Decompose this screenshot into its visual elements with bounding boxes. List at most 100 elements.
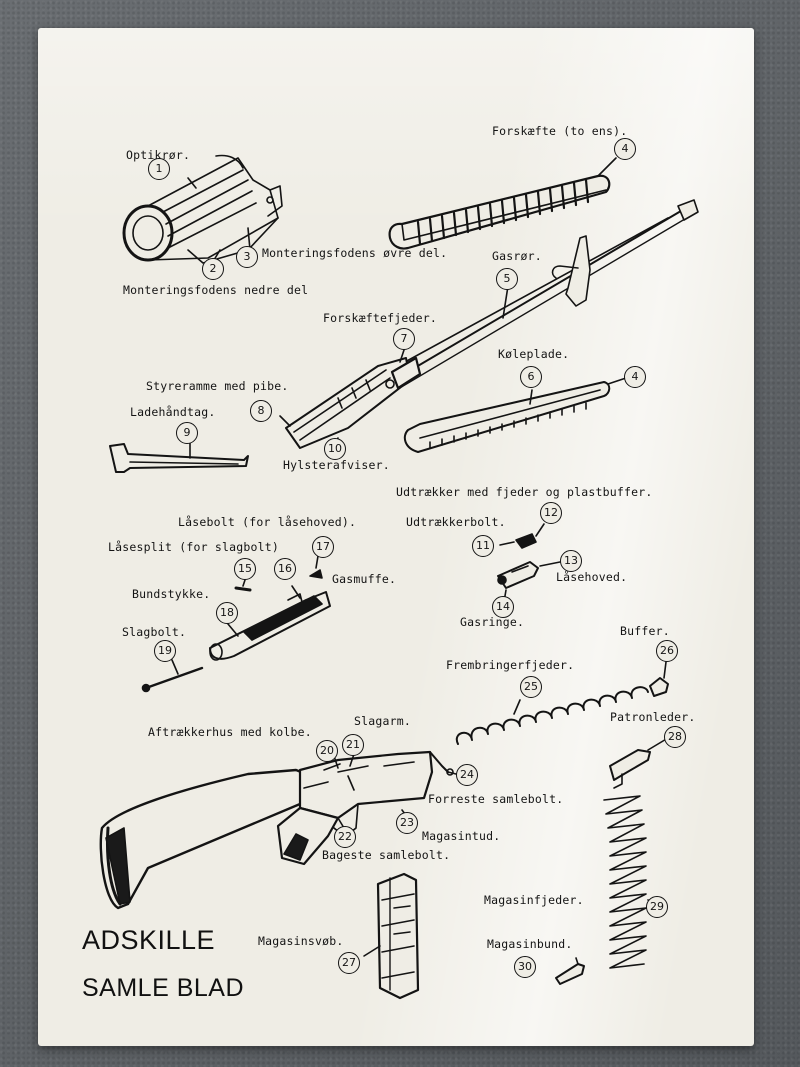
leader-line xyxy=(499,541,515,546)
magazine-spring-drawing xyxy=(603,795,647,969)
leader-line xyxy=(363,945,381,957)
part-label-28: Patronleder. xyxy=(610,710,696,724)
follower-drawing xyxy=(609,749,651,789)
bolt-small-parts-drawing xyxy=(497,533,539,589)
part-label-3: Monteringsfodens øvre del. xyxy=(262,246,448,260)
leader-line xyxy=(171,659,179,675)
barrel-drawing xyxy=(337,199,699,422)
part-label-15: Låsebolt (for låsehoved). xyxy=(178,515,357,529)
part-number-1: 1 xyxy=(148,158,170,180)
leader-line xyxy=(663,661,667,679)
handguard-top-drawing xyxy=(388,174,611,250)
part-label-10: Hylsterafviser. xyxy=(283,458,390,472)
part-label-18: Bundstykke. xyxy=(132,587,211,601)
poster-title-line-1: ADSKILLE xyxy=(82,925,216,955)
part-label-25: Frembringerfjeder. xyxy=(446,658,575,672)
part-number-15: 15 xyxy=(234,558,256,580)
part-label-11: Udtrækker med fjeder og plastbuffer. xyxy=(396,485,653,499)
firing-pin-drawing xyxy=(141,666,204,693)
leader-line xyxy=(535,523,545,537)
leader-line xyxy=(227,623,239,637)
scope-drawing xyxy=(122,154,283,264)
part-number-20: 20 xyxy=(316,740,338,762)
leader-line xyxy=(539,561,561,567)
part-number-2: 2 xyxy=(202,258,224,280)
part-number-29: 29 xyxy=(646,896,668,918)
poster-title-line-2: SAMLE BLAD xyxy=(82,974,245,1002)
parts-drawing xyxy=(99,154,699,1000)
part-number-17: 17 xyxy=(312,536,334,558)
part-label-16: Låsesplit (for slagbolt) xyxy=(108,540,279,554)
part-label-26: Buffer. xyxy=(620,624,670,638)
part-label-5: Gasrør. xyxy=(492,249,542,263)
leader-line xyxy=(279,415,291,427)
part-number-16: 16 xyxy=(274,558,296,580)
part-number-7: 7 xyxy=(393,328,415,350)
heat-shield-drawing xyxy=(403,381,611,453)
part-number-10: 10 xyxy=(324,438,346,460)
leader-line xyxy=(291,585,301,599)
leader-line xyxy=(502,285,509,319)
part-label-27: Magasinsvøb. xyxy=(258,934,344,948)
part-number-13: 13 xyxy=(560,550,582,572)
pins-drawing xyxy=(234,569,323,592)
part-label-1: Optikrør. xyxy=(126,148,191,162)
part-label-12: Udtrækkerbolt. xyxy=(406,515,506,529)
part-number-22: 22 xyxy=(334,826,356,848)
part-number-11: 11 xyxy=(472,535,494,557)
part-label-22: Bageste samlebolt. xyxy=(322,848,451,862)
part-number-4-bottom: 4 xyxy=(624,366,646,388)
part-label-7: Forskæftefjeder. xyxy=(323,311,437,325)
leader-line xyxy=(607,377,627,385)
part-number-27: 27 xyxy=(338,952,360,974)
part-label-21: Slagarm. xyxy=(354,714,411,728)
leader-line xyxy=(513,699,521,715)
part-number-23: 23 xyxy=(396,812,418,834)
part-number-24: 24 xyxy=(456,764,478,786)
part-number-8: 8 xyxy=(250,400,272,422)
part-label-8: Styreramme med pibe. xyxy=(146,379,289,393)
bolt-carrier-drawing xyxy=(209,591,331,661)
part-number-4-top: 4 xyxy=(614,138,636,160)
magazine-floorplate-drawing xyxy=(555,957,585,985)
lower-receiver-drawing xyxy=(99,750,454,910)
part-number-14: 14 xyxy=(492,596,514,618)
magazine-drawing xyxy=(376,872,420,1000)
part-label-23: Magasintud. xyxy=(422,829,501,843)
part-number-30: 30 xyxy=(514,956,536,978)
part-number-9: 9 xyxy=(176,422,198,444)
part-label-6: Køleplade. xyxy=(498,347,570,361)
leader-line xyxy=(597,157,617,177)
part-number-12: 12 xyxy=(540,502,562,524)
poster-sheet: ADSKILLE SAMLE BLAD 1 Optikrør. 2 Monter… xyxy=(38,28,754,1046)
part-label-9: Ladehåndtag. xyxy=(130,405,216,419)
part-label-13: Låsehoved. xyxy=(556,570,628,584)
leader-line xyxy=(242,579,246,587)
part-label-30: Magasinbund. xyxy=(487,937,573,951)
part-number-21: 21 xyxy=(342,734,364,756)
leader-line xyxy=(447,771,457,775)
part-number-5: 5 xyxy=(496,268,518,290)
part-number-19: 19 xyxy=(154,640,176,662)
part-label-14: Gasringe. xyxy=(460,615,525,629)
leader-line xyxy=(349,753,355,767)
recoil-spring-drawing xyxy=(455,677,669,745)
part-number-25: 25 xyxy=(520,676,542,698)
part-label-20: Aftrækkerhus med kolbe. xyxy=(148,725,312,739)
part-label-24: Forreste samlebolt. xyxy=(428,792,564,806)
part-label-4: Forskæfte (to ens). xyxy=(492,124,628,138)
part-label-17: Gasmuffe. xyxy=(332,572,397,586)
part-number-28: 28 xyxy=(664,726,686,748)
leader-line xyxy=(315,555,319,569)
part-number-18: 18 xyxy=(216,602,238,624)
charging-handle-drawing xyxy=(109,443,249,473)
part-label-29: Magasinfjeder. xyxy=(484,893,584,907)
upper-receiver-drawing xyxy=(285,356,422,449)
part-number-3: 3 xyxy=(236,246,258,268)
part-label-2: Monteringsfodens nedre del xyxy=(123,283,309,297)
leader-line xyxy=(399,349,405,363)
part-number-6: 6 xyxy=(520,366,542,388)
leader-line xyxy=(529,389,533,405)
leader-line xyxy=(187,177,197,189)
part-label-19: Slagbolt. xyxy=(122,625,187,639)
